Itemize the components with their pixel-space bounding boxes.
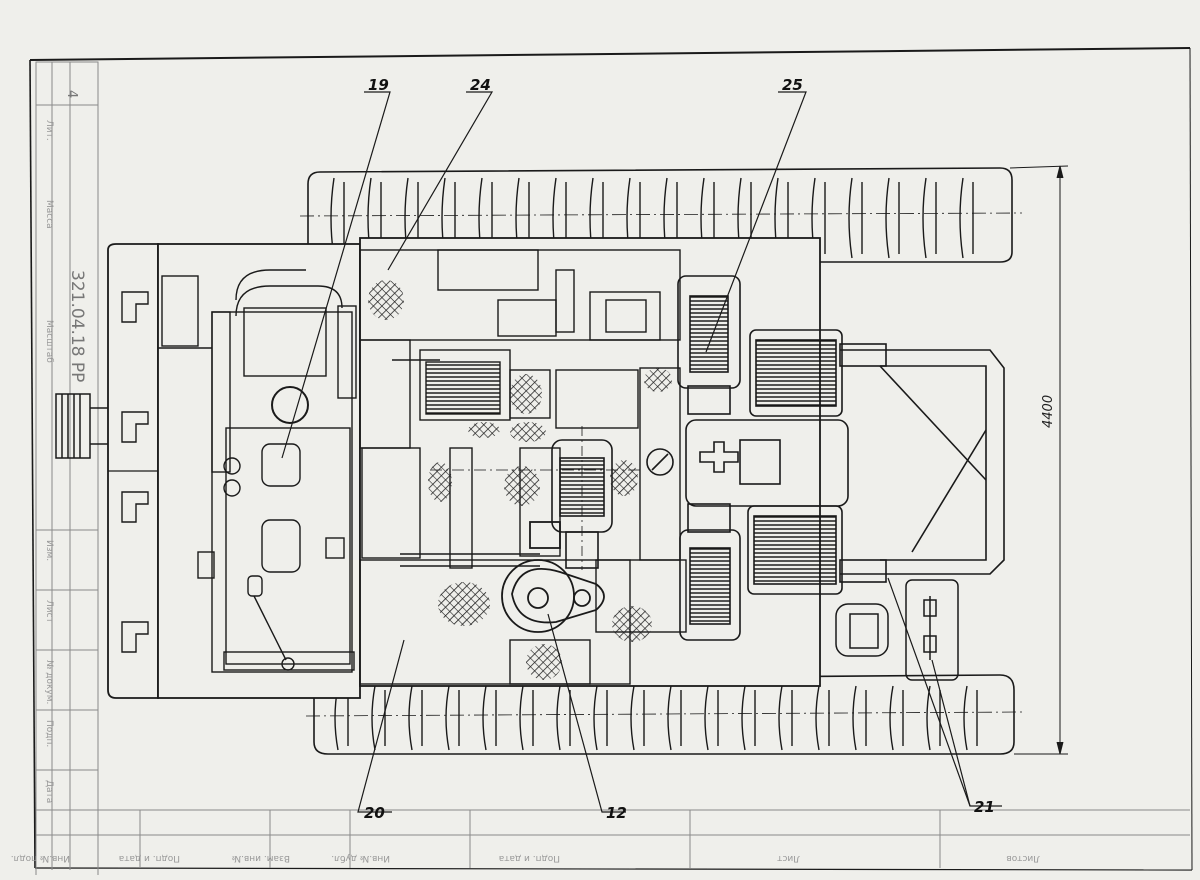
document-stamp-code: 321.04.18 РР (67, 270, 87, 382)
winch-motor-upper (677, 275, 741, 415)
callout-25: 25 (782, 76, 803, 94)
eccentric-pump (501, 521, 605, 633)
title-block-cell: Подп. (44, 720, 54, 747)
auxiliary-motor (835, 579, 959, 681)
hatched-ballast (368, 280, 672, 680)
track-shoe (778, 685, 783, 751)
bottom-strip-cell: Листов (1006, 853, 1040, 863)
callout-12: 12 (606, 804, 627, 822)
title-block-cell: Лист (44, 600, 54, 623)
track-shoe (926, 685, 931, 751)
dimension-value: 4400 (1041, 395, 1056, 428)
title-block-cell: № докум. (44, 660, 54, 704)
callout-20: 20 (364, 804, 385, 822)
track-shoe (922, 177, 927, 259)
cab-compartment (158, 269, 357, 673)
bottom-strip-cell: Лист (777, 853, 800, 863)
bottom-strip (36, 809, 1190, 868)
callout-leaders (281, 91, 1002, 813)
callout-19: 19 (368, 76, 389, 94)
cable-drum-lower (747, 505, 843, 595)
track-shoe (667, 685, 672, 751)
track-shoe (815, 685, 820, 751)
front-bumper-blocks (108, 291, 158, 653)
bottom-strip-cell: Инв.№ дубл. (331, 853, 390, 863)
bottom-strip-cell: Подп. и дата (119, 853, 180, 863)
title-block-cell: Масса (44, 200, 54, 229)
title-block-cell: Лит. (44, 120, 54, 141)
track-shoe (519, 685, 524, 751)
track-shoe (630, 685, 635, 751)
sheet-number: 4 (64, 90, 79, 98)
track-shoe (885, 177, 890, 259)
rear-frame (839, 343, 1005, 583)
centre-motor (551, 426, 613, 570)
title-block-cell: Изм. (44, 540, 54, 561)
track-shoe (848, 177, 853, 259)
track-shoe (371, 685, 376, 751)
bottom-strip-cell: Подп. и дата (499, 853, 560, 863)
track-shoe (963, 685, 968, 751)
bottom-track-shoes (334, 685, 978, 751)
left-title-strip (35, 61, 99, 880)
title-block-cell: Масштаб (44, 320, 54, 363)
bottom-strip-cell: Взам. инв.№ (232, 853, 290, 863)
track-shoe (704, 685, 709, 751)
track-shoe (593, 685, 598, 751)
track-shoe (852, 685, 857, 751)
track-shoe (482, 685, 487, 751)
machine-compartment (359, 249, 687, 685)
track-shoe (445, 685, 450, 751)
track-shoe (889, 685, 894, 751)
bottom-strip-cells: Инв.№ подл. Подп. и дата Взам. инв.№ Инв.№ … (11, 853, 1040, 863)
track-shoe (408, 685, 413, 751)
track-shoe (959, 177, 964, 259)
title-block-cells: Изм. Лист № докум. Подп. Дата Лит. МассаМасшта… (44, 120, 54, 803)
track-shoe (741, 685, 746, 751)
callout-21: 21 (974, 798, 995, 816)
towing-hook (55, 393, 108, 459)
sheet-frame (29, 47, 1193, 871)
track-shoe (556, 685, 561, 751)
dimension-line (1009, 165, 1069, 755)
callout-labels: 19 24 25 20 12 21 (364, 76, 995, 822)
title-block-cell: Дата (44, 780, 54, 803)
callout-24: 24 (470, 76, 491, 94)
cable-drum-upper (749, 329, 843, 417)
bottom-strip-cell: Инв.№ подл. (11, 853, 70, 863)
winch-motor-lower (679, 503, 741, 641)
